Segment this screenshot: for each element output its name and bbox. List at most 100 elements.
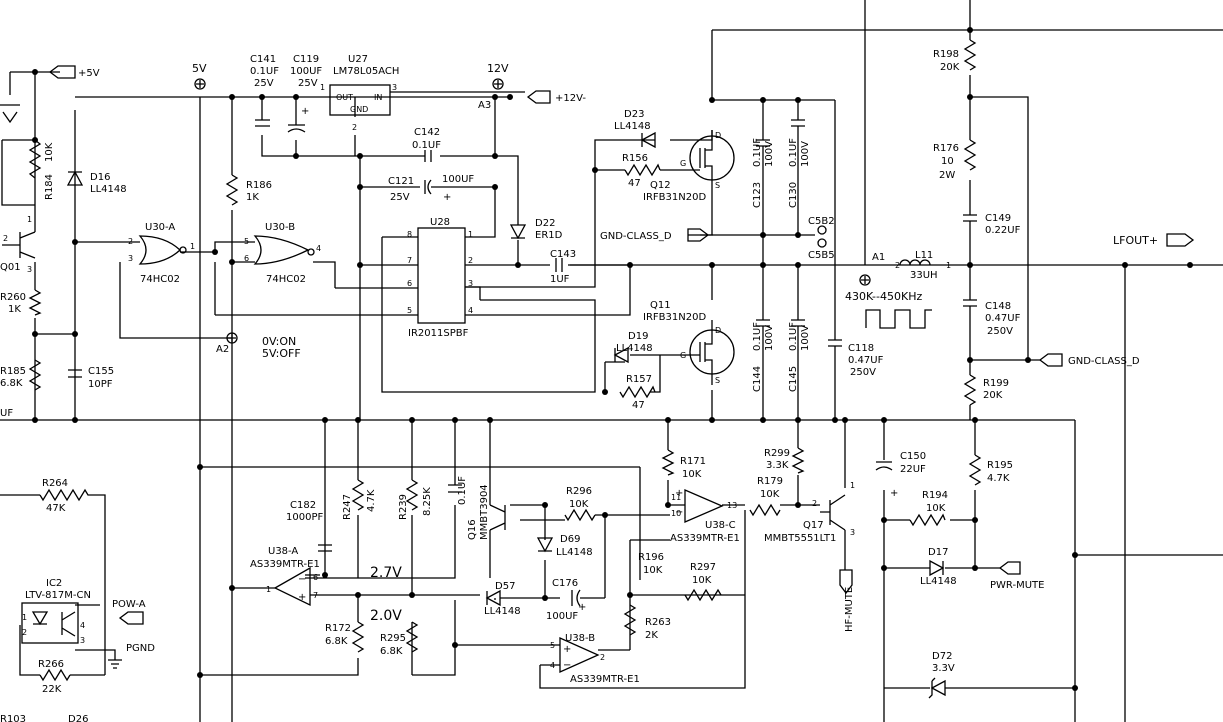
d23-symbol: [640, 131, 656, 149]
u38b-pin5: 5: [550, 641, 555, 650]
r297-symbol: [684, 588, 722, 602]
net-v2-0: 2.0V: [370, 608, 402, 624]
q01-pin2: 2: [3, 234, 8, 243]
square-wave-icon: [865, 309, 932, 329]
c182-ref: C182: [290, 500, 316, 511]
u38b-pin4: 4: [550, 661, 555, 670]
net-lfout: LFOUT+: [1113, 234, 1158, 247]
flag-pwr-mute: [998, 561, 1021, 575]
u30b-ref: U30-B: [265, 222, 295, 233]
d26-label: D26: [68, 714, 88, 722]
r263-ref: R263: [645, 617, 671, 628]
r195-symbol: [968, 454, 982, 486]
r239-ref: R239: [398, 494, 409, 520]
u38c-pin11: 11: [671, 493, 681, 502]
u28-body: [417, 227, 466, 324]
u28-pin8: 8: [407, 230, 412, 239]
r297-val: 10K: [692, 575, 712, 586]
c130-volt: 100V: [800, 141, 811, 167]
r260-val: 1K: [8, 304, 21, 315]
net-12v: 12V: [487, 62, 509, 75]
c141-volt: 25V: [254, 78, 274, 89]
q01-pin1: 1: [27, 215, 32, 224]
u38c-pin10: 10: [671, 509, 681, 518]
c155-val: 10PF: [88, 379, 113, 390]
u27-pin1: 1: [320, 83, 325, 92]
u30b-symbol: [253, 235, 310, 265]
c118-val: 0.47UF: [848, 355, 884, 366]
c145-volt: 100V: [800, 325, 811, 351]
r157-val: 47: [632, 400, 645, 411]
r264-symbol: [39, 488, 100, 502]
c150-symbol: [875, 461, 893, 471]
c119-val: 100UF: [290, 66, 322, 77]
r198-ref: R198: [933, 49, 959, 60]
r264-ref: R264: [42, 478, 68, 489]
r295-ref: R295: [380, 633, 406, 644]
u38c-minus: −: [675, 507, 683, 518]
d22-val: ER1D: [535, 230, 563, 241]
c5b2-label: C5B2: [808, 216, 835, 227]
q16-val: MMBT3904: [479, 484, 490, 540]
r171-symbol: [661, 449, 675, 476]
u27-in: IN: [374, 93, 382, 102]
ic2-pin3: 3: [80, 636, 85, 645]
q11-ref: Q11: [650, 300, 671, 311]
c130-val: 0.1UF: [788, 138, 799, 167]
r179-symbol: [749, 503, 781, 517]
c121-symbol: [424, 179, 440, 195]
q17-pin2: 2: [812, 499, 817, 508]
r186-val: 1K: [246, 192, 259, 203]
u27-out: OUT: [336, 93, 353, 102]
u30a-pin1: 1: [190, 242, 195, 251]
junction-dots: [32, 27, 1193, 691]
r260-ref: R260: [0, 292, 26, 303]
d19-symbol: [613, 346, 629, 364]
q11-pin-s: S: [715, 376, 720, 385]
u27-val: LM78L05ACH: [333, 66, 399, 77]
r194-val: 10K: [926, 503, 946, 514]
uf-label: UF: [0, 408, 13, 419]
c182-val: 1000PF: [286, 512, 323, 523]
r176-val: 10: [941, 156, 954, 167]
labels: +5V 5V 12V A3 +12V- A2 0V:ON 5V:OFF A1 4…: [0, 49, 1158, 722]
u38a-pin7: 7: [313, 591, 318, 600]
c176-symbol: [571, 589, 581, 607]
r266-val: 22K: [42, 684, 62, 695]
c144-volt: 100V: [764, 325, 775, 351]
r263-val: 2K: [645, 630, 658, 641]
u38b-pin2: 2: [600, 653, 605, 662]
ic2-body: [21, 602, 79, 644]
c119-ref: C119: [293, 54, 319, 65]
flag-gnd-class-d-left: [687, 228, 713, 242]
d69-ref: D69: [560, 534, 580, 545]
d57-symbol: [485, 589, 501, 607]
u27-pin3: 3: [392, 83, 397, 92]
r171-ref: R171: [680, 456, 706, 467]
r172-ref: R172: [325, 623, 351, 634]
c176-ref: C176: [552, 578, 578, 589]
c182-symbol: [318, 544, 332, 552]
r185-val: 6.8K: [0, 378, 23, 389]
ic2-pin1: 1: [22, 613, 27, 622]
u38c-val: AS339MTR-E1: [670, 533, 740, 544]
c148-symbol: [963, 299, 977, 330]
c144-ref: C144: [752, 366, 763, 392]
d17-ref: D17: [928, 547, 948, 558]
r184-symbol: [28, 139, 42, 179]
r195-val: 4.7K: [987, 473, 1010, 484]
u28-pin7: 7: [407, 256, 412, 265]
c148-volt: 250V: [987, 326, 1013, 337]
d23-ref: D23: [624, 109, 644, 120]
net-five-off: 5V:OFF: [262, 347, 301, 360]
d72-ref: D72: [932, 651, 952, 662]
u30a-val: 74HC02: [140, 274, 180, 285]
r264-val: 47K: [46, 503, 66, 514]
c123-volt: 100V: [764, 141, 775, 167]
r196-val: 10K: [643, 565, 663, 576]
r198-val: 20K: [940, 62, 960, 73]
r247-val: 4.7K: [366, 489, 377, 512]
q17-ref: Q17: [803, 520, 824, 531]
